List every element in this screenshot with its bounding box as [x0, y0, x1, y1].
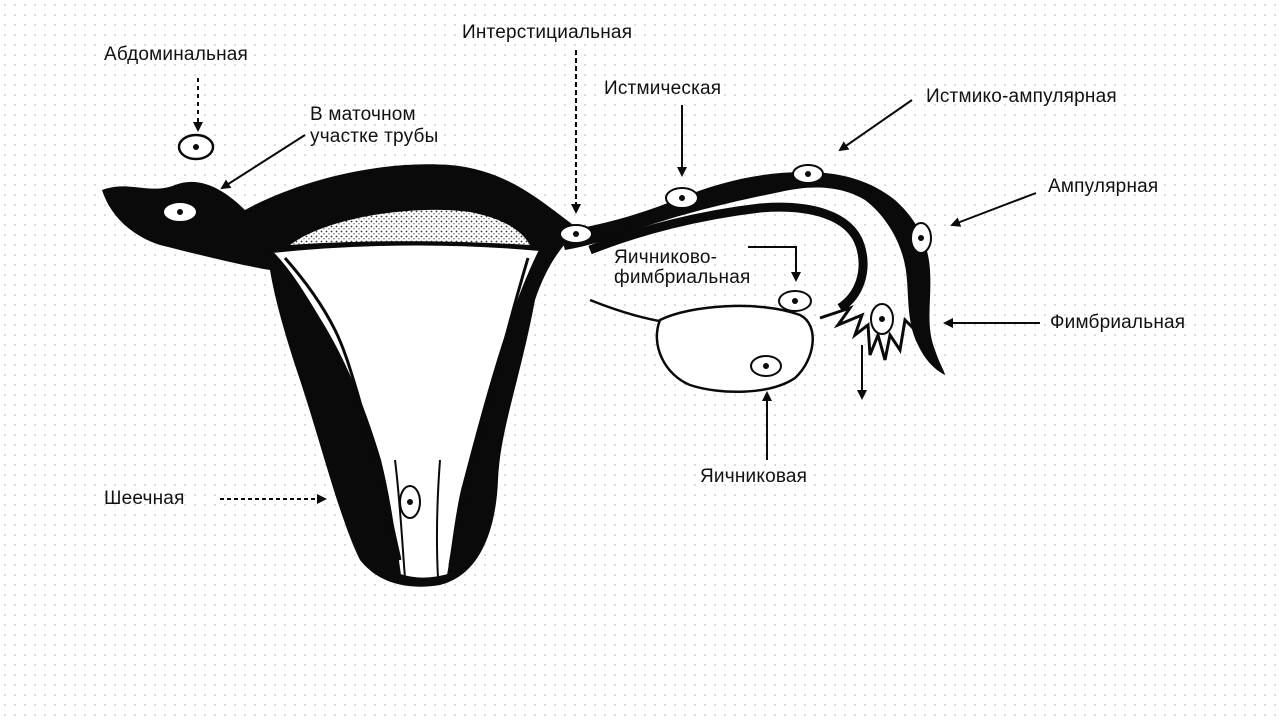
egg-ovarian-fimbrial	[779, 291, 811, 311]
label-isthmic: Истмическая	[604, 78, 721, 100]
egg-fimbrial	[871, 304, 893, 334]
label-cervical: Шеечная	[104, 488, 185, 510]
label-abdominal: Абдоминальная	[104, 44, 248, 66]
label-interstitial: Интерстициальная	[462, 22, 632, 44]
label-isthmic-ampullary: Истмико-ампулярная	[926, 86, 1117, 108]
ovary-body	[657, 306, 813, 392]
label-ampullary: Ампулярная	[1048, 176, 1158, 198]
egg-interstitial	[560, 225, 592, 243]
arrow-ampullary	[952, 193, 1036, 225]
arrow-uterine-part	[222, 135, 305, 188]
fimbriae	[820, 308, 915, 360]
egg-abdominal	[179, 135, 213, 159]
egg-cervical	[400, 486, 420, 518]
label-ovarian: Яичниковая	[700, 466, 807, 488]
egg-uterine-part	[163, 202, 197, 222]
label-fimbrial: Фимбриальная	[1050, 312, 1185, 334]
egg-isthmic	[666, 188, 698, 208]
ovarian-ligament	[590, 300, 665, 322]
arrow-isthmic-ampullary	[840, 100, 912, 150]
egg-ovarian	[751, 356, 781, 376]
label-ovarian-fimbrial: Яичниково- фимбриальная	[614, 248, 750, 288]
implantation-sites	[163, 135, 931, 518]
egg-ampullary	[911, 223, 931, 253]
label-uterine-part: В маточном участке трубы	[310, 104, 438, 148]
arrow-ovarian-fimbrial	[748, 247, 796, 280]
uterus	[102, 164, 580, 587]
egg-isthmic-ampullary	[793, 165, 823, 183]
ovary	[590, 300, 813, 392]
